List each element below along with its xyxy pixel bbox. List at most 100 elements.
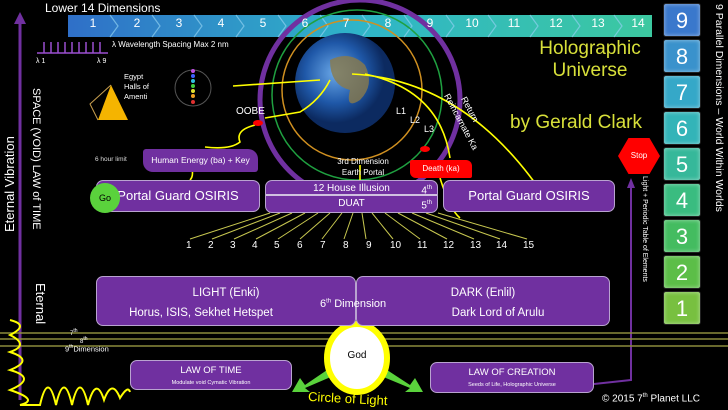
ray-11: 11 <box>417 240 428 251</box>
main-title: Holographic Universe <box>520 38 660 82</box>
parallel-dim-3: 3 <box>663 219 701 253</box>
title-line2: Universe <box>552 60 628 81</box>
eternal-label: Eternal <box>33 283 48 325</box>
lambda-end: λ 9 <box>97 58 107 65</box>
parallel-dim-4: 4 <box>663 183 701 217</box>
dimension-7: 7 <box>342 16 350 30</box>
ray-12: 12 <box>443 240 455 251</box>
wavelength-label: λ Wavelength Spacing Max 2 nm <box>112 40 229 49</box>
ray-6: 6 <box>297 240 303 251</box>
ray-5: 5 <box>274 240 280 251</box>
fifth-dim: 5th <box>421 200 432 212</box>
duat-label: DUAT <box>338 198 365 209</box>
up-arrow-icon <box>14 12 26 24</box>
wavelength-comb <box>37 42 108 54</box>
earth-portal-label: 3rd Dimension Earth Portal <box>318 156 408 178</box>
egypt-label: Egypt Halls of Amenti <box>124 72 149 102</box>
dimension-10: 10 <box>465 16 479 30</box>
dimension-11: 11 <box>507 16 521 30</box>
god-label: God <box>347 350 367 361</box>
parallel-dim-8: 8 <box>663 39 701 73</box>
ray-3: 3 <box>230 240 236 251</box>
dimension-12: 12 <box>549 16 563 30</box>
vibration-wave <box>6 319 131 406</box>
dim-9: 9thDimension <box>65 344 109 354</box>
light-box: LIGHT (Enki) Horus, ISIS, Sekhet Hetspet <box>96 276 356 326</box>
dimension-13: 13 <box>591 16 605 30</box>
six-hour-limit: 6 hour limit <box>95 156 127 163</box>
portal-line2: Earth Portal <box>341 168 385 177</box>
dimension-4: 4 <box>217 16 225 30</box>
parallel-dim-1: 1 <box>663 291 701 325</box>
level-l2: L2 <box>410 115 421 125</box>
parallel-dimensions-label: 9 Parallel Dimensions – World Within Wor… <box>713 4 725 212</box>
dimension-14: 14 <box>631 16 645 30</box>
title-line1: Holographic <box>539 38 641 59</box>
duat-box: 12 House Illusion 4th DUAT 5th <box>265 180 438 213</box>
ray-4: 4 <box>252 240 258 251</box>
copyright: © 2015 7th Planet LLC <box>602 393 701 405</box>
eternal-vibration-label: Eternal Vibration <box>2 136 17 232</box>
dimension-3: 3 <box>175 16 183 30</box>
dim-7: 7th <box>70 328 78 337</box>
circle-of-light <box>324 321 390 395</box>
go-badge: Go <box>90 183 120 213</box>
dimension-6: 6 <box>301 16 309 30</box>
periodic-table-label: Light + Periodic Table of Elements <box>641 176 648 282</box>
light-subtitle: Horus, ISIS, Sekhet Hetspet <box>129 307 273 319</box>
parallel-dim-6: 6 <box>663 111 701 145</box>
sixth-dimension-label: 6th Dimension <box>320 298 387 310</box>
law-of-time-box: LAW OF TIME Modulate void Cymatic Vibrat… <box>130 360 292 390</box>
lower-dimensions-title: Lower 14 Dimensions <box>45 1 161 15</box>
fourth-dim: 4th <box>421 185 432 197</box>
ray-2: 2 <box>208 240 214 251</box>
parallel-dim-7: 7 <box>663 75 701 109</box>
arrow-right-green <box>381 368 423 392</box>
dim-8: 8th <box>80 336 88 345</box>
ray-10: 10 <box>390 240 402 251</box>
dimension-1: 1 <box>89 16 97 30</box>
portal-guard-right: Portal Guard OSIRIS <box>443 180 615 212</box>
dimension-5: 5 <box>259 16 267 30</box>
ray-9: 9 <box>366 240 372 251</box>
title-author: by Gerald Clark <box>510 112 642 133</box>
space-void-label: SPACE (VOID) LAW of TIME <box>30 88 42 230</box>
human-energy-banner: Human Energy (ba) + Key <box>143 149 258 172</box>
law-of-creation-box: LAW OF CREATION Seeds of Life, Holograph… <box>430 362 594 393</box>
egypt-line: Amenti <box>124 92 148 101</box>
ray-14: 14 <box>496 240 508 251</box>
egypt-line: Halls of <box>124 82 150 91</box>
oobe-label: OOBE <box>236 106 265 117</box>
dark-box: DARK (Enlil) Dark Lord of Arulu <box>356 276 610 326</box>
egypt-line: Egypt <box>124 72 144 81</box>
parallel-dim-2: 2 <box>663 255 701 289</box>
parallel-dim-9: 9 <box>663 3 701 37</box>
ray-15: 15 <box>523 240 535 251</box>
duat-row: DUAT 5th <box>266 196 437 211</box>
dimension-2: 2 <box>133 16 141 30</box>
level-l3: L3 <box>424 124 435 134</box>
law-of-creation-title: LAW OF CREATION <box>468 367 556 378</box>
parallel-dim-5: 5 <box>663 147 701 181</box>
ray-8: 8 <box>343 240 349 251</box>
ray-13: 13 <box>470 240 482 251</box>
arrow-left-green <box>292 368 333 392</box>
ray-7: 7 <box>320 240 326 251</box>
dark-subtitle: Dark Lord of Arulu <box>451 307 545 319</box>
law-of-time-title: LAW OF TIME <box>180 365 242 376</box>
law-of-time-subtitle: Modulate void Cymatic Vibration <box>171 380 251 386</box>
dimension-bar <box>68 15 652 37</box>
lambda-start: λ 1 <box>36 58 46 65</box>
death-banner: Death (ka) <box>410 160 472 178</box>
dimension-9: 9 <box>426 16 434 30</box>
pyramid-icon <box>98 85 128 120</box>
stop-sign: Stop <box>618 138 660 174</box>
dimension-8: 8 <box>384 16 392 30</box>
dark-title: DARK (Enlil) <box>450 287 516 299</box>
ray-1: 1 <box>186 240 192 251</box>
law-of-creation-subtitle: Seeds of Life, Holographic Universe <box>468 382 556 388</box>
light-title: LIGHT (Enki) <box>192 287 260 299</box>
portal-guard-left: Portal Guard OSIRIS <box>96 180 260 212</box>
twelve-house-label: 12 House Illusion <box>313 183 390 194</box>
